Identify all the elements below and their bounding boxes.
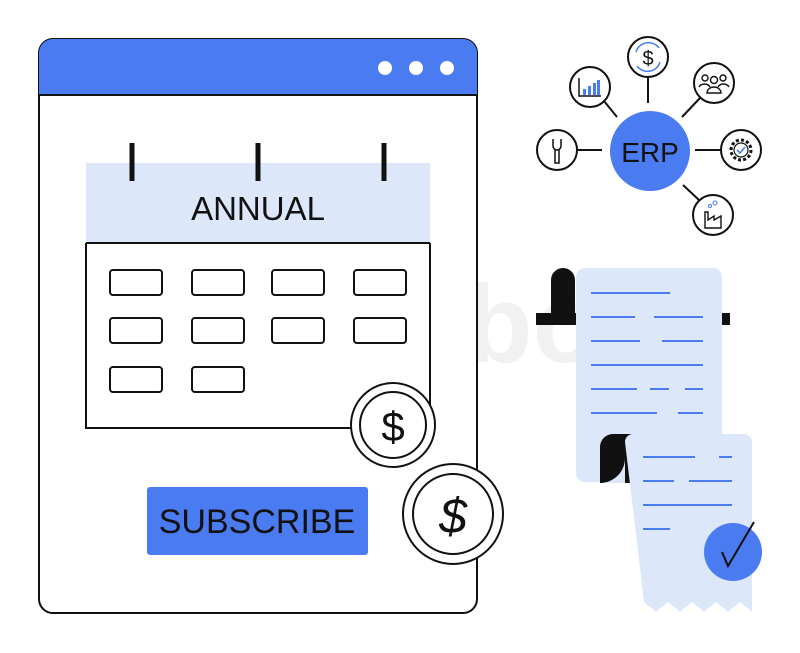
dollar-icon: $: [438, 488, 468, 544]
bar-chart-icon: [569, 66, 611, 108]
coin-large: $: [402, 463, 504, 565]
erp-diagram: ERP $: [536, 36, 762, 236]
calendar: ANNUAL: [85, 143, 431, 429]
coin-small: $: [350, 382, 436, 468]
svg-text:$: $: [642, 48, 653, 70]
wrench-icon: [536, 129, 578, 171]
erp-hub: [610, 111, 690, 191]
calendar-rings: [129, 143, 387, 181]
receipt-lines: [591, 292, 703, 414]
people-icon: [693, 62, 735, 104]
check-icon: [704, 521, 762, 581]
receipt-lines-lower: [643, 456, 732, 530]
receipt: [536, 268, 762, 612]
subscribe-button[interactable]: SUBSCRIBE: [147, 487, 368, 555]
gear-check-icon: [720, 129, 762, 171]
more-dots-icon[interactable]: [378, 61, 454, 75]
calendar-title: ANNUAL: [191, 190, 325, 227]
dollar-icon: $: [381, 403, 404, 450]
calendar-days: [109, 269, 407, 393]
factory-icon: [692, 194, 734, 236]
dollar-cycle-icon: $: [627, 36, 669, 78]
window-header-bar: [39, 39, 477, 95]
erp-label: ERP: [621, 137, 679, 168]
subscribe-label: SUBSCRIBE: [159, 503, 356, 541]
